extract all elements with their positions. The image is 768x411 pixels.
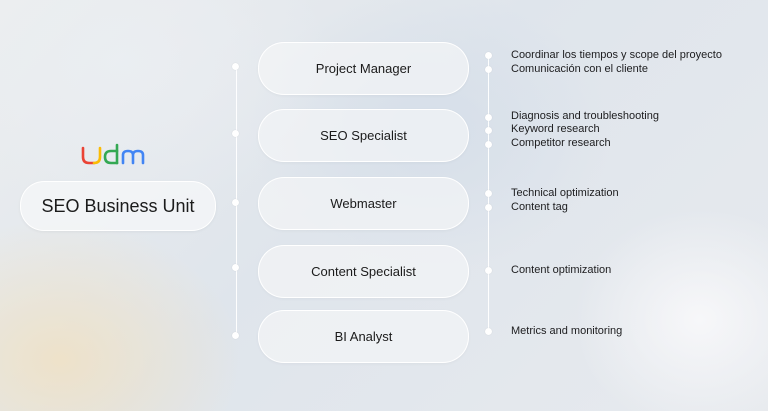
role-label: Content Specialist: [311, 264, 416, 279]
task-item: Diagnosis and troubleshooting: [511, 110, 659, 122]
task-dot: [485, 190, 492, 197]
task-dot: [485, 127, 492, 134]
task-dot: [485, 66, 492, 73]
task-dot: [485, 204, 492, 211]
business-unit-title: SEO Business Unit: [41, 195, 195, 216]
task-dot: [485, 114, 492, 121]
roles-connector-dot: [232, 130, 239, 137]
task-item: Competitor research: [511, 137, 611, 149]
task-item: Metrics and monitoring: [511, 325, 623, 337]
task-dot: [485, 267, 492, 274]
roles-connector-dot: [232, 63, 239, 70]
roles-connector-dot: [232, 199, 239, 206]
task-dot: [485, 328, 492, 335]
task-item: Content tag: [511, 201, 568, 213]
task-item: Content optimization: [511, 264, 612, 276]
task-item: Coordinar los tiempos y scope del proyec…: [511, 49, 722, 61]
role-webmaster: Webmaster: [258, 177, 469, 230]
task-item: Keyword research: [511, 123, 600, 135]
role-project-manager: Project Manager: [258, 42, 469, 95]
role-label: Webmaster: [330, 196, 397, 211]
business-unit-box: SEO Business Unit: [20, 181, 216, 231]
role-label: BI Analyst: [334, 329, 393, 344]
task-dot: [485, 141, 492, 148]
task-item: Technical optimization: [511, 187, 619, 199]
role-content-specialist: Content Specialist: [258, 245, 469, 298]
udm-logo: [81, 143, 145, 165]
roles-connector-dot: [232, 264, 239, 271]
roles-connector-dot: [232, 332, 239, 339]
task-item: Comunicación con el cliente: [511, 63, 648, 75]
task-dot: [485, 52, 492, 59]
role-bi-analyst: BI Analyst: [258, 310, 469, 363]
role-seo-specialist: SEO Specialist: [258, 109, 469, 162]
role-label: Project Manager: [315, 61, 412, 76]
role-label: SEO Specialist: [320, 128, 407, 143]
